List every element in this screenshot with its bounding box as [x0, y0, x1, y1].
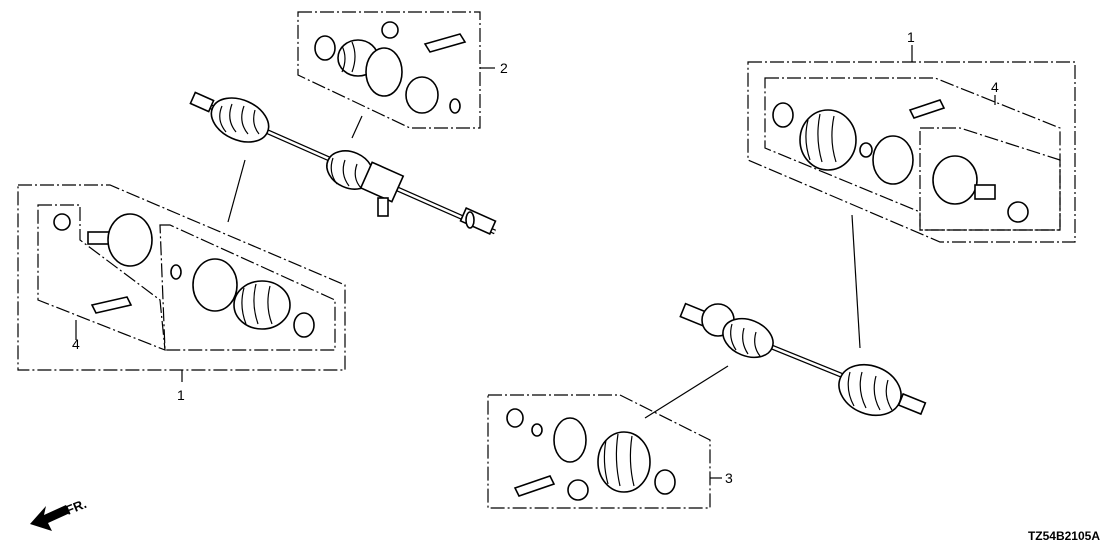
right-driveshaft[interactable]: [679, 302, 927, 425]
callout-2: 2: [500, 60, 508, 76]
inner-joint-left: [326, 150, 405, 217]
front-direction-arrow-icon: [30, 505, 70, 531]
callout-4-left: 4: [72, 336, 80, 352]
callout-1-right: 1: [907, 29, 915, 45]
kit-1-left-group[interactable]: [17, 159, 346, 382]
outer-boot-right: [838, 363, 927, 417]
callout-4-right: 4: [991, 79, 999, 95]
left-driveshaft[interactable]: [189, 90, 497, 235]
callout-3: 3: [725, 470, 733, 486]
callout-1-left: 1: [177, 387, 185, 403]
inner-boot-right: [701, 303, 774, 359]
diagram-code: TZ54B2105A: [1028, 529, 1100, 543]
front-direction-label: FR.: [64, 496, 89, 518]
outer-boot-left: [210, 97, 270, 143]
kit-3-group[interactable]: [487, 365, 729, 509]
kit-2-group[interactable]: [297, 11, 495, 139]
kit-1-right-group[interactable]: [747, 45, 1076, 349]
